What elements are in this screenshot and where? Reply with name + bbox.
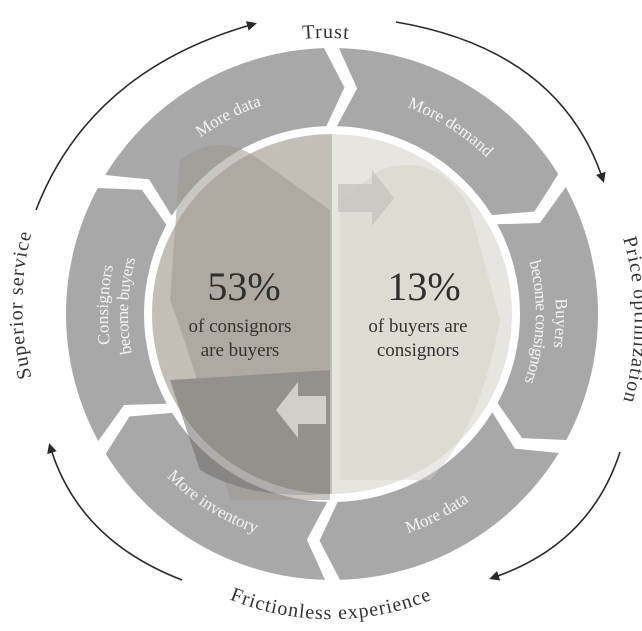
stat-left-percent: 53% (207, 264, 280, 309)
arrow-frictionless-to-service (47, 443, 183, 581)
arrow-shape-right (338, 170, 394, 226)
outer-label-superior-service: Superior service (5, 228, 36, 381)
arrow-trust-to-price (395, 21, 606, 183)
ring-segment (319, 412, 559, 580)
center-disc (152, 134, 512, 500)
stat-right-line1: of buyers are (368, 316, 467, 337)
ring-segment (65, 187, 167, 441)
arrow-price-to-frictionless (489, 451, 621, 581)
arrow-service-to-trust (35, 21, 257, 211)
stat-left: 53% of consignors are buyers (189, 264, 292, 361)
ring-segment (105, 48, 345, 216)
outer-label-frictionless-experience: Frictionless experience (228, 583, 435, 624)
photo-figure-right (340, 165, 500, 480)
stat-left-line2: are buyers (201, 340, 280, 361)
outer-label-trust: Trust (302, 21, 351, 44)
stat-left-line1: of consignors (189, 316, 292, 337)
arrow-shape-left (276, 382, 326, 438)
stat-right-line2: consignors (377, 340, 459, 361)
stat-right-percent: 13% (387, 264, 460, 309)
ring-segment (336, 48, 559, 216)
stat-right: 13% of buyers are consignors (368, 264, 467, 361)
ring-segment (497, 187, 598, 441)
ring-segment (105, 412, 328, 580)
outer-label-price-optimization: Price optimization (618, 234, 642, 406)
ring-segment-label-line: Buyers (550, 298, 571, 349)
center-right-half (332, 134, 512, 494)
outer-cycle-arrows (35, 21, 621, 581)
